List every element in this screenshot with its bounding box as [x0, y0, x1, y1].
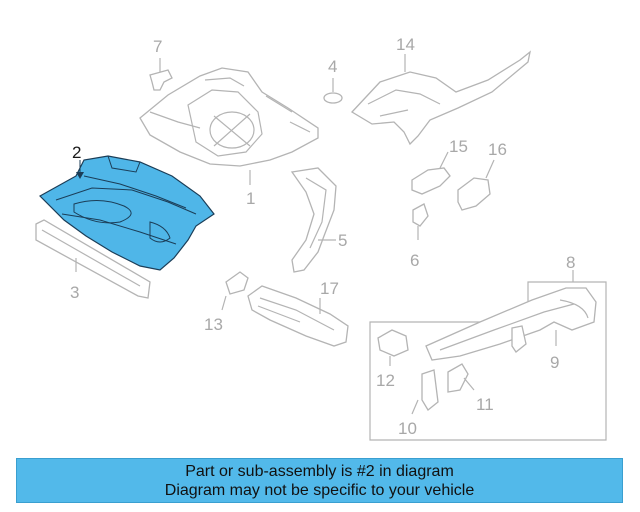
- part-label-11: 11: [476, 395, 494, 414]
- part-label-3: 3: [70, 283, 79, 302]
- info-banner: Part or sub-assembly is #2 in diagram Di…: [16, 458, 623, 503]
- part-4[interactable]: 4: [323, 57, 343, 104]
- part-label-15: 15: [449, 137, 468, 156]
- part-14[interactable]: 14: [350, 35, 531, 146]
- part-label-2: 2: [72, 143, 81, 162]
- part-12[interactable]: 12: [376, 329, 409, 390]
- part-label-10: 10: [398, 419, 417, 438]
- part-3[interactable]: 3: [35, 219, 151, 302]
- part-9[interactable]: 9: [425, 287, 597, 372]
- part-label-17: 17: [320, 279, 339, 298]
- part-label-13: 13: [204, 315, 223, 334]
- part-9-bracket: [511, 325, 527, 353]
- part-label-14: 14: [396, 35, 415, 54]
- banner-line-1: Part or sub-assembly is #2 in diagram: [185, 463, 454, 480]
- part-2[interactable]: 2: [39, 143, 215, 271]
- part-label-4: 4: [328, 57, 337, 76]
- part-17[interactable]: 17: [247, 279, 349, 347]
- part-label-1: 1: [246, 189, 255, 208]
- part-13[interactable]: 13: [204, 271, 249, 334]
- parts-diagram: 7 1 4 14 15 16 6: [35, 35, 607, 441]
- part-15[interactable]: 15: [411, 137, 468, 195]
- part-label-8: 8: [566, 253, 575, 272]
- part-label-7: 7: [153, 37, 162, 56]
- part-10[interactable]: 10: [398, 369, 439, 438]
- part-1[interactable]: 1: [139, 67, 319, 208]
- part-7[interactable]: 7: [149, 37, 173, 91]
- part-label-16: 16: [488, 140, 507, 159]
- part-6[interactable]: 6: [410, 203, 429, 270]
- part-11[interactable]: 11: [447, 363, 494, 414]
- part-16[interactable]: 16: [457, 140, 507, 211]
- part-label-9: 9: [550, 353, 559, 372]
- part-label-5: 5: [338, 231, 347, 250]
- part-5[interactable]: 5: [290, 167, 347, 273]
- banner-line-2: Diagram may not be specific to your vehi…: [164, 482, 475, 499]
- part-label-12: 12: [376, 371, 395, 390]
- part-label-6: 6: [410, 251, 419, 270]
